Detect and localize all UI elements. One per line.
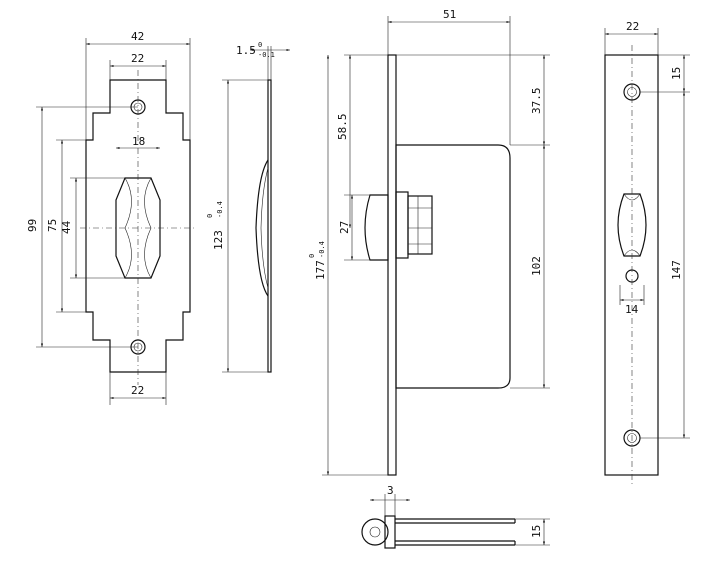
dim-faceplate-22: 22 xyxy=(626,20,639,33)
svg-text:0: 0 xyxy=(258,41,262,49)
dim-thickness-1-5: 1.5 xyxy=(236,44,256,57)
face-plate-edge xyxy=(387,54,397,476)
dim-height-44: 44 xyxy=(60,220,73,234)
spindle-eye xyxy=(361,518,389,546)
dim-height-75: 75 xyxy=(46,219,59,232)
spindle-block xyxy=(384,515,396,549)
faceplate-view: 22 15 147 14 xyxy=(604,20,690,485)
side-view: 1.5 0 -0.1 123 0 -0.4 xyxy=(206,41,290,373)
strike-plate-view: 42 22 18 22 99 75 44 xyxy=(26,30,196,405)
svg-text:-0.4: -0.4 xyxy=(318,241,326,258)
dim-height-99: 99 xyxy=(26,219,39,232)
dim-face-top-37-5: 37.5 xyxy=(530,88,543,115)
svg-text:0: 0 xyxy=(206,214,214,218)
dim-spindle-15: 15 xyxy=(530,525,543,538)
latch-bolt xyxy=(364,194,389,261)
faceplate-outline xyxy=(604,54,659,476)
lock-body-view: 51 58.5 27 177 0 -0.4 37.5 102 xyxy=(308,8,550,476)
dim-bolt-27: 27 xyxy=(338,221,351,234)
dim-depth-51: 51 xyxy=(443,8,456,21)
bottom-view: 3 15 xyxy=(361,484,550,549)
side-lip xyxy=(255,159,269,297)
dim-top-width-22: 22 xyxy=(131,52,144,65)
dim-face-177: 177 xyxy=(314,260,327,280)
dim-bottom-width-22: 22 xyxy=(131,384,144,397)
svg-text:0: 0 xyxy=(308,254,316,258)
dim-opening-18: 18 xyxy=(132,135,145,148)
dim-hole-offset-15: 15 xyxy=(670,67,683,80)
svg-text:-0.4: -0.4 xyxy=(216,201,224,218)
lock-case xyxy=(395,144,511,389)
dim-spacing-14: 14 xyxy=(625,303,639,316)
dim-case-102: 102 xyxy=(530,256,543,276)
side-plate xyxy=(267,79,272,373)
dim-width-42: 42 xyxy=(131,30,144,43)
svg-text:-0.1: -0.1 xyxy=(258,51,275,59)
dim-spindle-3: 3 xyxy=(387,484,394,497)
dim-height-123: 123 xyxy=(212,230,225,250)
dim-upper-58-5: 58.5 xyxy=(336,114,349,141)
dim-pitch-147: 147 xyxy=(670,260,683,280)
